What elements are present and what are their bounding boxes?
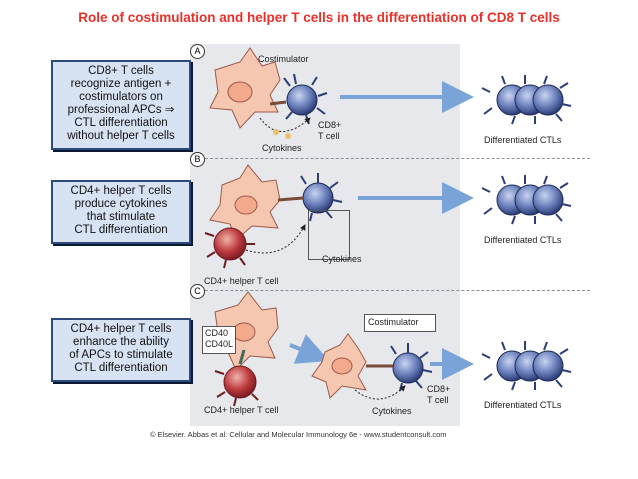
panel-b-helper-label: CD4+ helper T cell — [204, 276, 279, 286]
panel-c-line: of APCs to stimulate — [69, 349, 173, 361]
panel-c-tcell-label: T cell — [427, 395, 449, 405]
panel-c-costimulator-label: Costimulator — [368, 317, 419, 327]
panel-a-tcell-label: T cell — [318, 131, 340, 141]
panel-a-line: without helper T cells — [67, 130, 175, 142]
panel-c-differentiated-label: Differentiated CTLs — [484, 400, 562, 410]
panel-b-line: CD4+ helper T cells — [70, 185, 172, 197]
panel-c-line: enhance the ability — [73, 336, 169, 348]
panel-c-differentiated-ctls — [481, 341, 572, 391]
panel-a-differentiated-ctls — [481, 75, 572, 125]
panel-b-description: CD4+ helper T cells produce cytokines th… — [51, 180, 191, 244]
slide-title: Role of costimulation and helper T cells… — [78, 10, 560, 25]
panel-b-differentiated-label: Differentiated CTLs — [484, 235, 562, 245]
panel-c-costimulator-callout — [364, 314, 436, 332]
panel-c-cd8-label: CD8+ — [427, 384, 451, 394]
panel-c-cd40l-label: CD40L — [205, 339, 234, 349]
panel-a-description: CD8+ T cells recognize antigen + costimu… — [51, 60, 191, 150]
separator-ab — [190, 158, 590, 159]
panel-c-helper-cell — [214, 365, 259, 407]
panel-c-line: CTL differentiation — [74, 362, 168, 374]
panel-a-ctl — [283, 73, 328, 125]
panel-b-differentiated-ctls — [481, 175, 572, 225]
panel-c-description: CD4+ helper T cells enhance the ability … — [51, 318, 191, 382]
panel-a-line: costimulators on — [79, 91, 163, 103]
panel-a-apc — [209, 47, 281, 129]
copyright-credit: © Elsevier. Abbas et al: Cellular and Mo… — [150, 430, 447, 439]
panel-a-letter: A — [190, 44, 205, 59]
panel-c-ctl — [390, 343, 433, 392]
panel-c-cd40-label: CD40 — [205, 328, 229, 338]
panel-a-costimulator-label: Costimulator — [258, 54, 309, 64]
panel-b-cytokines-callout — [308, 210, 350, 260]
panel-c-letter: C — [190, 284, 205, 299]
panel-b-line: that stimulate — [86, 211, 156, 223]
panel-c-line: CD4+ helper T cells — [70, 323, 172, 335]
panel-a-cd8-label: CD8+ — [318, 120, 342, 130]
panel-c-cd40-callout — [202, 326, 236, 354]
panel-c-apc-right — [311, 333, 367, 399]
panel-b-apc — [209, 164, 281, 241]
separator-bc — [190, 290, 590, 291]
panel-a-line: CD8+ T cells — [88, 65, 154, 77]
panel-a-line: CTL differentiation — [74, 117, 168, 129]
panel-b-line: produce cytokines — [74, 198, 168, 210]
panel-a-line: recognize antigen + — [70, 78, 172, 90]
panel-c-cytokines-label: Cytokines — [372, 406, 412, 416]
panel-b-letter: B — [190, 152, 205, 167]
panel-a-line: professional APCs ⇒ — [67, 104, 175, 116]
panel-b-line: CTL differentiation — [74, 224, 168, 236]
panel-c-helper-label: CD4+ helper T cell — [204, 405, 279, 415]
panel-a-differentiated-label: Differentiated CTLs — [484, 135, 562, 145]
panel-b-cytokines-label: Cytokines — [322, 254, 362, 264]
panel-a-cytokines-label: Cytokines — [262, 143, 302, 153]
panel-b-helper-cell — [204, 227, 255, 269]
